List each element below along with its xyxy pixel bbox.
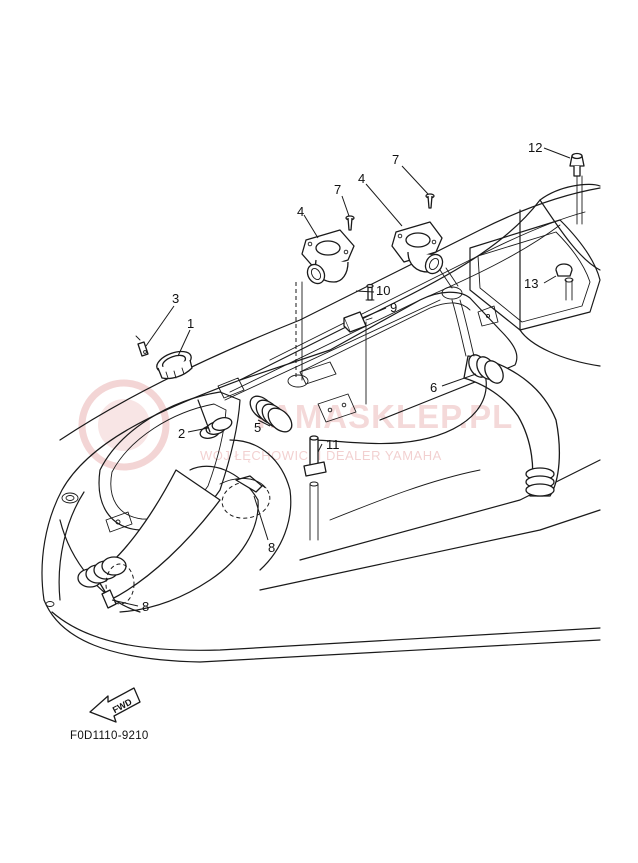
part-2-hose xyxy=(197,399,233,439)
callout-13: 13 xyxy=(524,276,538,291)
part-3-clip xyxy=(135,335,149,357)
callout-4-right: 4 xyxy=(358,171,365,186)
part-5-hose xyxy=(249,395,293,433)
part-8-clamp-lower xyxy=(77,556,135,609)
duct-6-corrugation xyxy=(468,354,555,497)
figure-code: F0D1110-9210 xyxy=(70,730,149,742)
callout-9: 9 xyxy=(390,300,397,315)
callout-8-lower: 8 xyxy=(142,599,149,614)
part-8-clamp-upper xyxy=(219,475,271,519)
part-10-pin xyxy=(365,283,375,301)
part-4-fitting-left xyxy=(301,229,355,285)
callout-4-left: 4 xyxy=(297,204,304,219)
part-7-screw-left xyxy=(345,215,355,231)
leader-lines xyxy=(111,147,571,607)
watermark-tagline: WOJ ŁĘCHOWICKI DEALER YAMAHA xyxy=(200,448,442,463)
part-13-clip xyxy=(555,263,574,301)
callout-8-upper: 8 xyxy=(268,540,275,555)
watermark: YAMASKLEP.PL WOJ ŁĘCHOWICKI DEALER YAMAH… xyxy=(78,379,512,471)
callout-7-right: 7 xyxy=(392,152,399,167)
part-9-block xyxy=(343,311,373,333)
callout-10: 10 xyxy=(376,283,390,298)
hull-outline xyxy=(41,183,601,663)
part-4-fitting-right xyxy=(391,221,444,275)
fwd-arrow: FWD xyxy=(89,687,141,723)
callout-6: 6 xyxy=(430,380,437,395)
callout-11: 11 xyxy=(326,437,340,452)
callout-5: 5 xyxy=(254,420,261,435)
callout-labels: 12 7 4 7 4 13 3 1 10 9 6 2 5 11 8 8 xyxy=(142,140,542,614)
part-7-screw-right xyxy=(425,193,435,209)
watermark-logo-inner xyxy=(98,399,150,451)
callout-7-left: 7 xyxy=(334,182,341,197)
callout-12: 12 xyxy=(528,140,542,155)
callout-2: 2 xyxy=(178,426,185,441)
part-11-fitting xyxy=(303,435,327,477)
watermark-logo-outer xyxy=(78,379,170,471)
callout-1: 1 xyxy=(187,316,194,331)
part-1-cap xyxy=(156,350,193,380)
callout-3: 3 xyxy=(172,291,179,306)
part-12-fitting xyxy=(569,152,585,225)
